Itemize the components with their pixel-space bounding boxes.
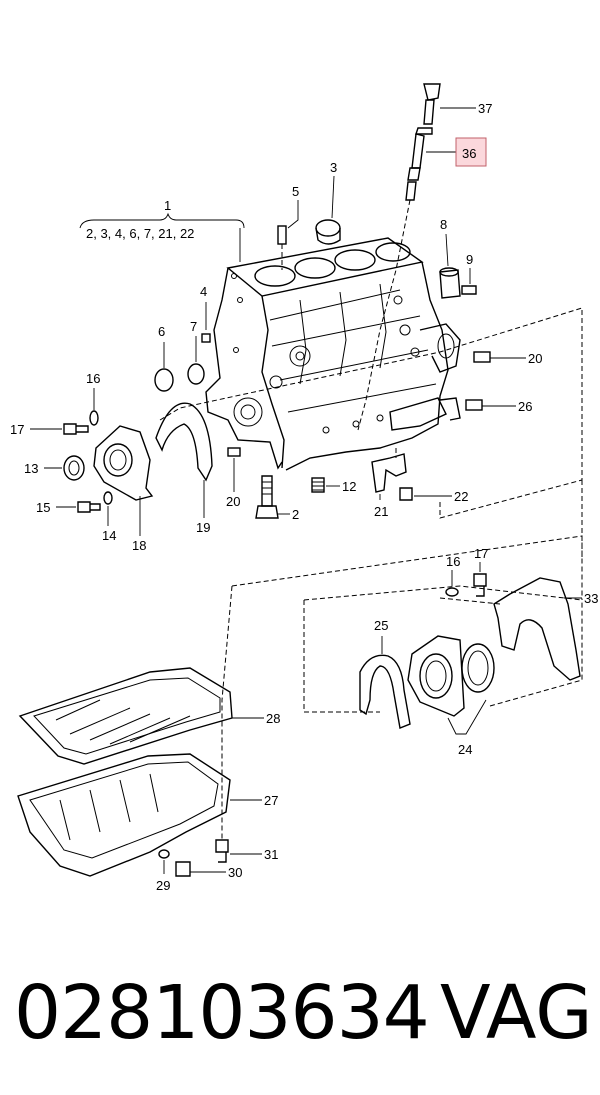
group-number: 1: [164, 198, 171, 213]
callout-36-highlighted[interactable]: 36: [426, 137, 487, 167]
svg-text:7: 7: [190, 319, 197, 334]
svg-text:4: 4: [200, 284, 207, 299]
svg-text:25: 25: [374, 618, 388, 633]
part-14-washer: 14: [102, 491, 116, 543]
svg-text:27: 27: [264, 793, 278, 808]
svg-text:17: 17: [10, 422, 24, 437]
part-26-pin: 26: [465, 399, 532, 414]
part-5-dowel: 5: [277, 184, 299, 270]
cylinder-block: [205, 237, 461, 471]
part-17-bolt-rear: 17: [473, 546, 488, 597]
svg-text:18: 18: [132, 538, 146, 553]
svg-text:9: 9: [466, 252, 473, 267]
part-27-oil-pan: 27: [17, 753, 278, 877]
svg-text:20: 20: [226, 494, 240, 509]
svg-text:14: 14: [102, 528, 116, 543]
svg-text:33: 33: [584, 591, 598, 606]
part-19-gasket: 19: [155, 402, 213, 535]
svg-text:12: 12: [342, 479, 356, 494]
svg-text:28: 28: [266, 711, 280, 726]
part-15-bolt: 15: [36, 500, 101, 515]
part-21-bracket: 21: [371, 448, 407, 519]
svg-text:21: 21: [374, 504, 388, 519]
part-7-seal: 7: [187, 319, 205, 385]
exploded-parts-diagram: 1 2, 3, 4, 6, 7, 21, 22 37 36 3 5: [10, 83, 598, 893]
part-2-bolt: 2: [255, 475, 299, 522]
svg-text:15: 15: [36, 500, 50, 515]
part-16-washer-rear: 16: [445, 554, 460, 597]
part-4-pin: 4: [200, 284, 211, 343]
part-number: 028103634: [14, 970, 430, 1056]
part-22-bolt: 22: [399, 487, 468, 504]
svg-text:13: 13: [24, 461, 38, 476]
svg-text:37: 37: [478, 101, 492, 116]
svg-text:2: 2: [292, 507, 299, 522]
svg-text:26: 26: [518, 399, 532, 414]
assembly-boundary: [159, 307, 583, 600]
svg-text:19: 19: [196, 520, 210, 535]
callout-37: 37: [440, 101, 492, 116]
part-16-washer: 16: [86, 371, 100, 426]
part-28-baffle: 28: [18, 667, 280, 765]
part-8-sleeve: 8: [439, 217, 461, 299]
group-members-text: 2, 3, 4, 6, 7, 21, 22: [86, 226, 194, 241]
svg-text:29: 29: [156, 878, 170, 893]
part-24-seal-flange: 24: [407, 635, 495, 757]
svg-text:17: 17: [474, 546, 488, 561]
part-29-washer: 29: [156, 849, 170, 893]
part-31-bolt: 31: [215, 585, 278, 863]
svg-text:36: 36: [462, 146, 476, 161]
svg-text:16: 16: [86, 371, 100, 386]
part-9-bolt: 9: [461, 252, 477, 295]
part-17-bolt: 17: [10, 422, 89, 437]
brand-name: VAG: [440, 970, 593, 1056]
svg-text:22: 22: [454, 489, 468, 504]
svg-text:30: 30: [228, 865, 242, 880]
part-18-flange: 18: [93, 425, 154, 553]
svg-text:16: 16: [446, 554, 460, 569]
part-20-pin-left: 20: [226, 447, 241, 509]
part-33-cover: 33: [493, 577, 598, 681]
part-30-drain-plug: 30: [175, 861, 242, 880]
svg-text:24: 24: [458, 742, 472, 757]
svg-text:5: 5: [292, 184, 299, 199]
part-12-insert: 12: [311, 477, 356, 494]
part-6-seal: 6: [154, 324, 174, 392]
part-20-pin-right: 20: [473, 351, 542, 366]
group-label-1: 1 2, 3, 4, 6, 7, 21, 22: [79, 198, 245, 262]
part-13-seal: 13: [24, 455, 85, 481]
rear-assembly-boundary: [303, 585, 583, 713]
part-3-plug: 3: [315, 160, 341, 245]
dipstick-tube: [357, 83, 441, 431]
svg-text:8: 8: [440, 217, 447, 232]
svg-text:3: 3: [330, 160, 337, 175]
svg-text:20: 20: [528, 351, 542, 366]
svg-text:31: 31: [264, 847, 278, 862]
svg-text:6: 6: [158, 324, 165, 339]
part-25-gasket: 25: [359, 618, 411, 729]
